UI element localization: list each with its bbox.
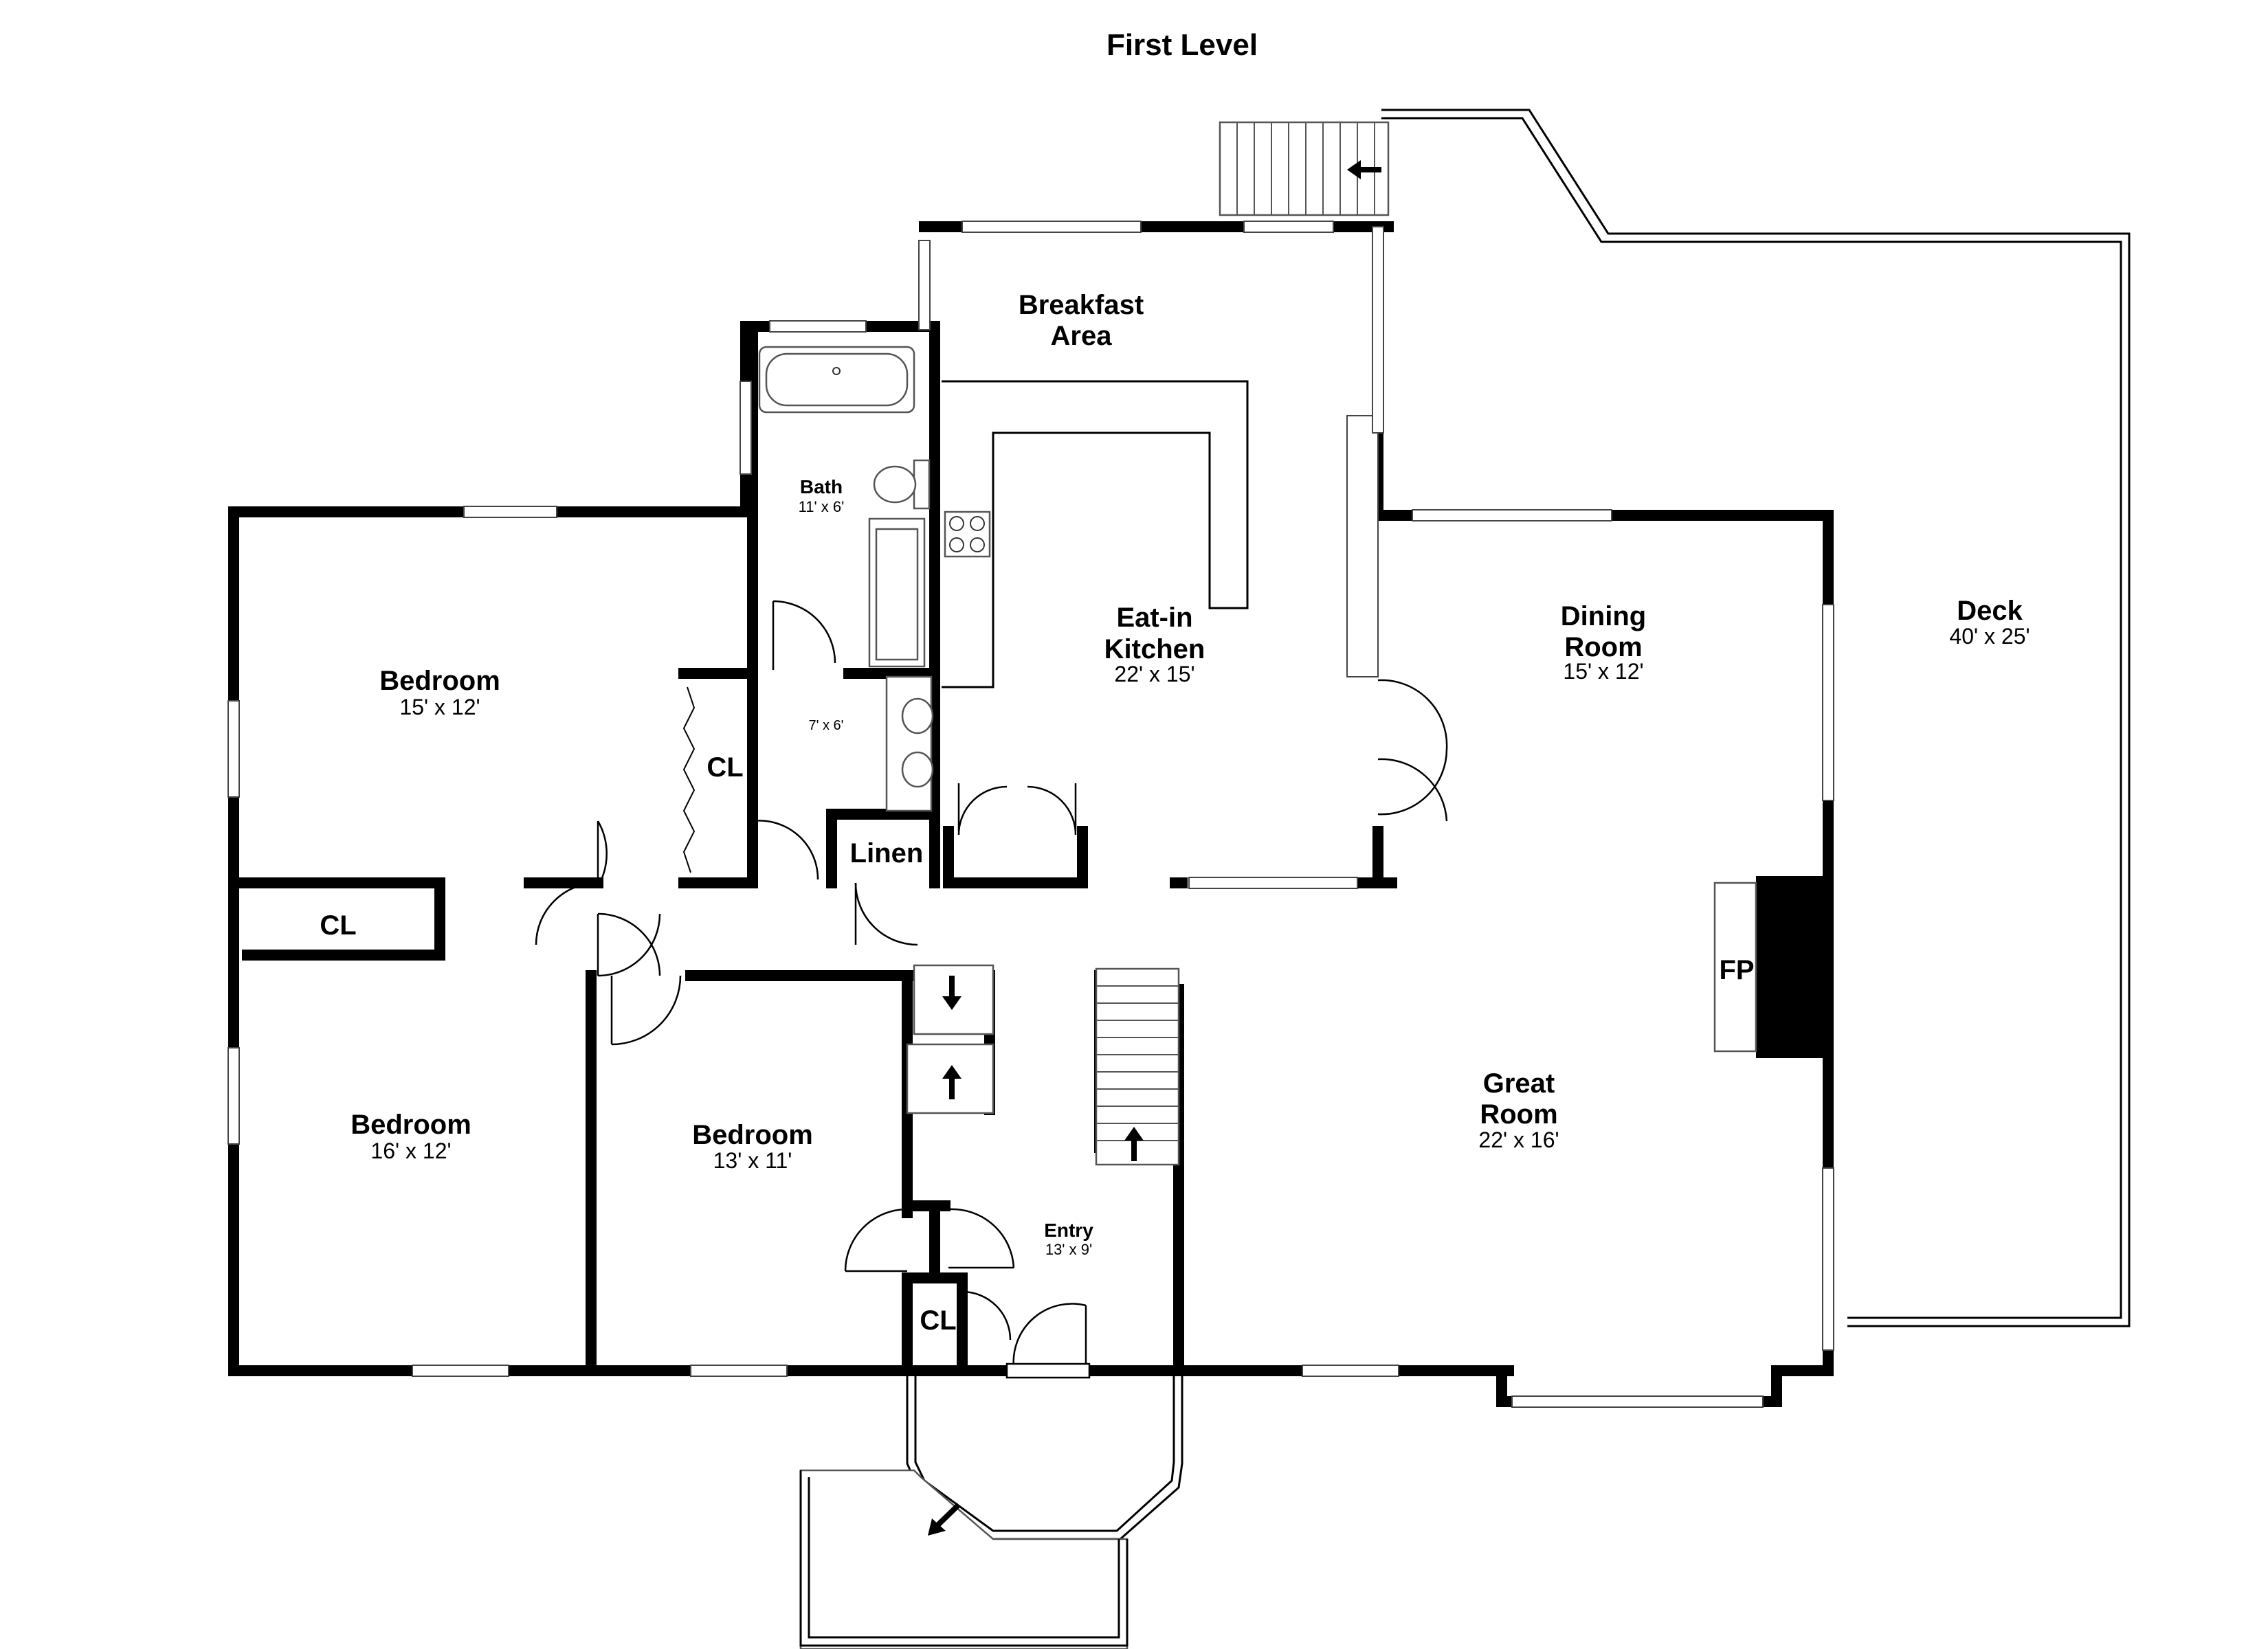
back-stairs [1219, 121, 1390, 216]
walls [228, 221, 1834, 1407]
doors [535, 600, 1448, 1379]
room-bath: Bath 11' x 6' [799, 476, 845, 515]
room-kitchen-label-1: Eat-in [1116, 603, 1192, 633]
room-closet-2: CL [320, 910, 356, 941]
room-deck-label: Deck [1957, 596, 2023, 626]
room-dining-size: 15' x 12' [1563, 659, 1643, 684]
room-breakfast-label-1: Breakfast [1019, 290, 1144, 320]
windows [227, 221, 1834, 1408]
room-kitchen-size: 22' x 15' [1114, 662, 1194, 686]
room-dining-label-1: Dining [1561, 601, 1646, 631]
room-great-label-2: Room [1480, 1099, 1557, 1130]
closet-doors [281, 686, 696, 960]
room-closet-2-label: CL [320, 910, 356, 941]
room-closet-3: CL [920, 1305, 956, 1336]
room-entry-label: Entry [1044, 1220, 1093, 1241]
plan-title: First Level [1107, 28, 1258, 62]
room-bedroom-3-label: Bedroom [692, 1120, 813, 1150]
room-breakfast: Breakfast Area [1019, 290, 1144, 351]
bath-fixtures [758, 346, 934, 812]
arrow-up-icon [1124, 1127, 1144, 1161]
room-dining: Dining Room 15' x 12' [1561, 601, 1646, 684]
arrow-down-left-icon [928, 1503, 961, 1536]
room-bedroom-2-label: Bedroom [351, 1110, 471, 1140]
room-great-label-1: Great [1483, 1068, 1555, 1099]
arrow-down-icon [942, 976, 961, 1010]
room-deck: Deck 40' x 25' [1949, 596, 2030, 649]
room-bedroom-2: Bedroom 16' x 12' [351, 1110, 471, 1163]
deck [1381, 109, 2131, 1327]
room-bath-vanity: 7' x 6' [809, 718, 844, 733]
room-closet-3-label: CL [920, 1305, 956, 1336]
room-bedroom-1-label: Bedroom [379, 666, 500, 696]
room-great-size: 22' x 16' [1478, 1128, 1559, 1152]
room-great: Great Room 22' x 16' [1478, 1068, 1559, 1152]
kitchen-counters [942, 380, 1249, 688]
room-bedroom-1-size: 15' x 12' [399, 695, 480, 719]
room-kitchen-label-2: Kitchen [1104, 634, 1205, 664]
interior-stairs [906, 964, 1180, 1166]
room-dining-label-2: Room [1564, 632, 1642, 662]
fireplace: FP [1713, 876, 1828, 1058]
room-bath-vanity-size: 7' x 6' [809, 718, 844, 733]
room-kitchen: Eat-in Kitchen 22' x 15' [1104, 603, 1205, 686]
room-bath-label: Bath [800, 476, 843, 497]
room-linen: Linen [850, 838, 924, 868]
fireplace-label: FP [1719, 955, 1754, 985]
room-entry: Entry 13' x 9' [1044, 1220, 1093, 1258]
room-deck-size: 40' x 25' [1949, 624, 2030, 649]
room-breakfast-label-2: Area [1051, 321, 1113, 351]
room-closet-1-label: CL [707, 752, 743, 783]
room-closet-1: CL [707, 752, 743, 783]
room-bath-size: 11' x 6' [799, 498, 845, 515]
room-linen-label: Linen [850, 838, 924, 868]
room-bedroom-2-size: 16' x 12' [370, 1138, 451, 1163]
arrow-up-icon [942, 1065, 961, 1099]
arrow-left-icon [1347, 160, 1381, 179]
front-porch [799, 1371, 1183, 1649]
room-bedroom-3: Bedroom 13' x 11' [692, 1120, 813, 1173]
room-bedroom-3-size: 13' x 11' [713, 1148, 792, 1173]
room-bedroom-1: Bedroom 15' x 12' [379, 666, 500, 719]
room-entry-size: 13' x 9' [1045, 1241, 1092, 1258]
